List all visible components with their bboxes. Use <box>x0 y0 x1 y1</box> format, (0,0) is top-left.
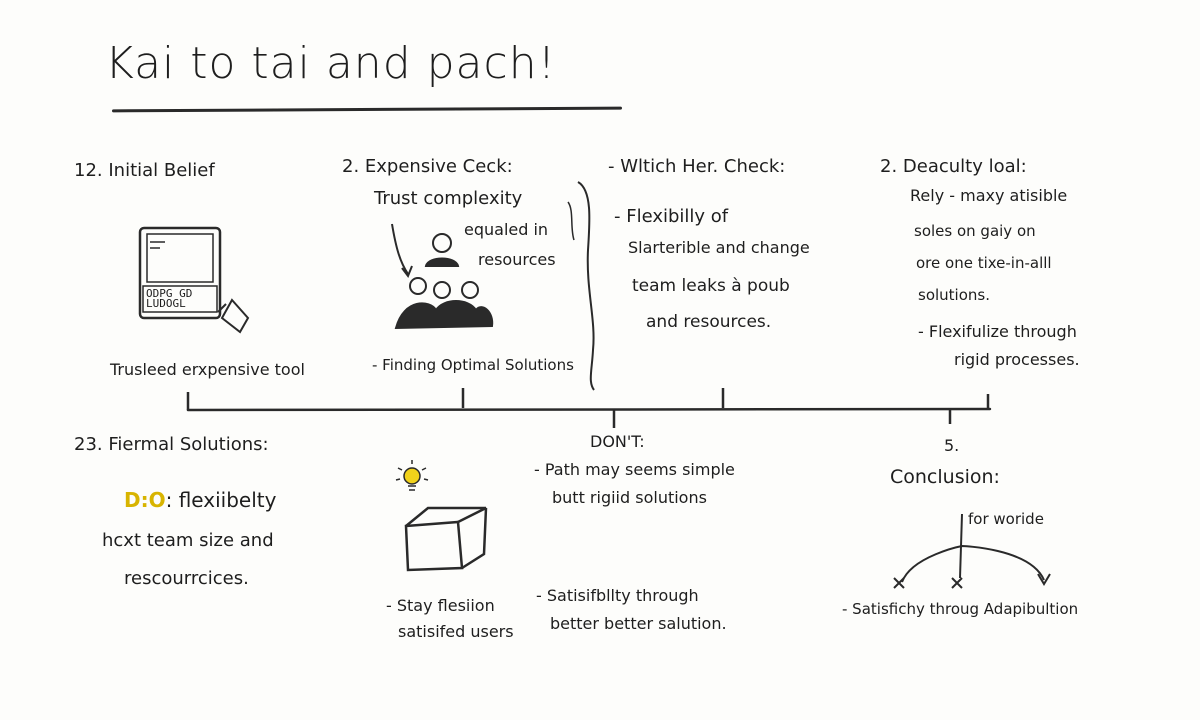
initial-belief-caption: Trusleed erxpensive tool <box>110 360 305 379</box>
deaculty-loal-line-4: solutions. <box>918 286 990 304</box>
which-her-check-line-1: - Flexibilly of <box>614 206 729 227</box>
page-title: Kai to tai and pach! <box>105 38 557 89</box>
device-label: ODPG GD LUDOGL <box>146 287 193 310</box>
which-her-check-line-3: team leaks à poub <box>632 276 790 296</box>
conclusion-caption: - Satisfichy throug Adapibultion <box>842 600 1079 618</box>
device-label-line-1: ODPG GD <box>146 287 193 300</box>
title-underline <box>111 106 623 113</box>
satisfiability-line-1: - Satisifbllty through <box>536 586 699 605</box>
expensive-check-line-2: equaled in <box>464 220 549 239</box>
conclusion-number: 5. <box>944 436 960 455</box>
conclusion-branch-label: for woride <box>968 510 1044 528</box>
fiermal-solutions-line-2: hcxt team size and <box>102 530 274 551</box>
deaculty-loal-line-2: soles on gaiy on <box>914 222 1036 240</box>
bracket-right-icon <box>567 201 575 241</box>
dont-line-1: - Path may seems simple <box>534 460 735 479</box>
stay-flexible-line-2: satisifed users <box>398 622 514 641</box>
stay-flexible-line-1: - Stay flesiion <box>386 596 495 615</box>
conclusion-heading: Conclusion: <box>890 466 1000 488</box>
device-label-line-2: LUDOGL <box>146 297 186 310</box>
fiermal-solutions-heading: 23. Fiermal Solutions: <box>74 434 269 455</box>
deaculty-loal-line-3: ore one tixe-in-alll <box>916 254 1052 272</box>
fiermal-solutions-line-3: rescourrcices. <box>124 568 249 589</box>
dont-line-2: butt rigiid solutions <box>552 488 707 507</box>
dont-heading: DON'T: <box>590 432 645 451</box>
deaculty-loal-line-6: rigid processes. <box>954 350 1080 369</box>
deaculty-loal-heading: 2. Deaculty loal: <box>880 156 1027 177</box>
lightbulb-icon <box>395 460 429 491</box>
do-line-text: : flexiibelty <box>165 488 277 512</box>
box-icon <box>404 506 488 572</box>
satisfiability-line-2: better better salution. <box>550 614 727 633</box>
timeline-line <box>186 407 992 412</box>
pencil-icon <box>217 298 250 334</box>
expensive-check-caption: - Finding Optimal Solutions <box>372 356 574 374</box>
bracket-icon <box>577 181 595 391</box>
initial-belief-heading: 12. Initial Belief <box>74 160 215 181</box>
expensive-check-heading: 2. Expensive Ceck: <box>342 156 513 177</box>
expensive-check-line-1: Trust complexity <box>374 188 523 209</box>
expensive-check-line-3: resources <box>478 250 556 269</box>
deaculty-loal-line-1: Rely - maxy atisible <box>910 186 1068 205</box>
which-her-check-heading: - Wltich Her. Check: <box>608 156 786 177</box>
team-pyramid-icon <box>391 223 494 330</box>
do-prefix: D:O <box>124 488 166 512</box>
do-line: D:O: flexiibelty <box>124 488 276 512</box>
which-her-check-line-4: and resources. <box>646 312 772 332</box>
deaculty-loal-line-5: - Flexifulize through <box>918 322 1077 341</box>
which-her-check-line-2: Slarterible and change <box>628 238 810 257</box>
